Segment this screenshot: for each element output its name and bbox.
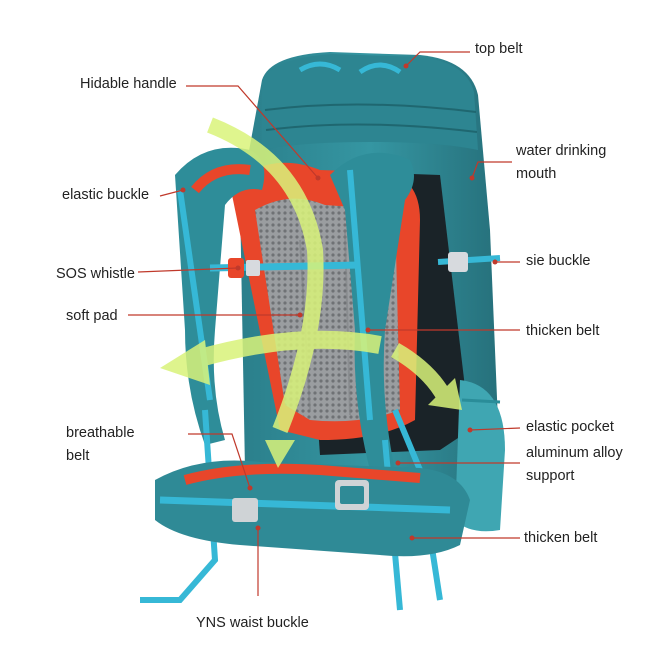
side-buckle: [437, 252, 501, 272]
hip-belt: [155, 460, 470, 557]
label-elastic-buckle: elastic buckle: [62, 187, 150, 203]
label-side-buckle: sie buckle: [526, 253, 591, 269]
label-soft-pad: soft pad: [66, 308, 118, 324]
label-breathable-belt: breathable belt: [66, 425, 135, 464]
label-elastic-pocket: elastic pocket: [526, 419, 614, 435]
airflow-arrows: [160, 117, 462, 468]
label-top-belt: top belt: [475, 41, 523, 57]
label-thicken-belt-upper: thicken belt: [526, 323, 600, 339]
top-loop: [358, 62, 402, 75]
leader-lines: [128, 51, 521, 596]
label-water-drinking-mouth: water drinking mouth: [516, 143, 607, 182]
leader-dots: [180, 63, 498, 541]
label-thicken-belt-lower: thicken belt: [524, 530, 598, 546]
sternum-strap: [209, 258, 361, 278]
label-sos-whistle: SOS whistle: [56, 266, 135, 282]
buckle-icon: [232, 498, 258, 522]
label-aluminum-alloy-support: aluminum alloy support: [526, 445, 623, 484]
label-yns-waist-buckle: YNS waist buckle: [196, 615, 309, 631]
label-hidable-handle: Hidable handle: [80, 76, 177, 92]
